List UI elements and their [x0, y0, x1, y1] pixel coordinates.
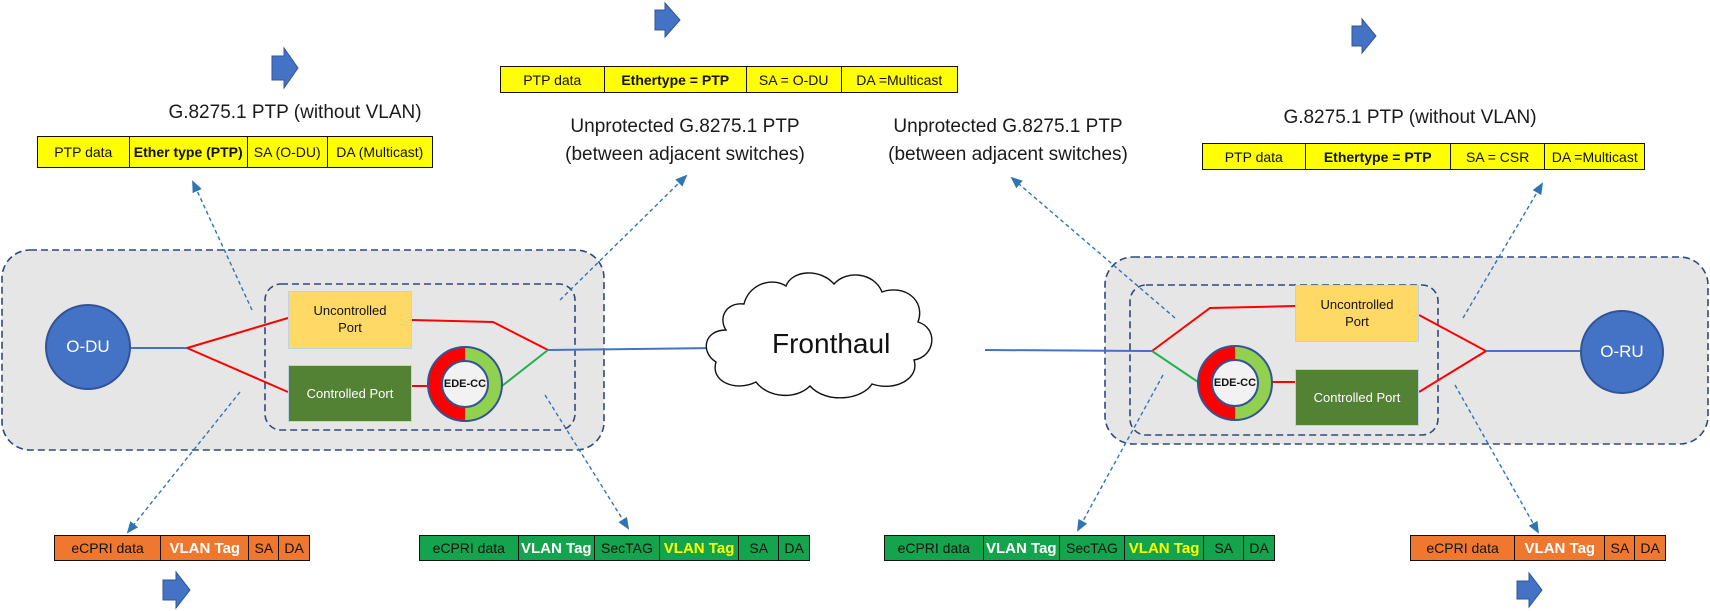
- header-cell: SecTAG: [595, 536, 660, 560]
- header-cell: PTP data: [38, 137, 130, 167]
- header-cell: eCPRI data: [420, 536, 519, 560]
- arrow-center-left-macsec: [544, 394, 630, 530]
- port-label: Uncontrolled: [1320, 296, 1394, 312]
- left-ede-cc-ring: [427, 346, 503, 422]
- port-label: Uncontrolled: [313, 303, 387, 319]
- header-cell: SA = O-DU: [747, 67, 842, 92]
- right-controlled-path: [1151, 350, 1199, 383]
- header-cell: VLAN Tag: [1125, 536, 1205, 560]
- arrow-left-ecpri: [126, 391, 241, 534]
- header-cell: DA: [1640, 540, 1660, 556]
- header-cell: SA (O-DU): [248, 137, 328, 167]
- header-cell: DA (Multicast): [336, 144, 424, 160]
- right-block-arrow-icon: [162, 570, 191, 610]
- arrow-right-ptp: [1462, 182, 1544, 319]
- left-ptp-title: G.8275.1 PTP (without VLAN): [168, 102, 422, 123]
- left-uncontrolled-path: [186, 317, 289, 349]
- header-cell: Ether type (PTP): [130, 137, 248, 167]
- header-cell: Ethertype = PTP: [605, 67, 747, 92]
- header-cell: DA: [284, 540, 304, 556]
- header-cell: SA: [1204, 536, 1245, 560]
- header-cell: PTP data: [501, 67, 605, 92]
- right-ecpri-header: eCPRI data VLAN Tag SA DA: [1410, 535, 1666, 561]
- header-cell: Ethertype = PTP: [1306, 144, 1451, 169]
- header-cell: eCPRI data: [1411, 536, 1516, 560]
- left-uncontrolled-port: Uncontrolled Port: [288, 291, 412, 349]
- left-ede-cc-label: EDE-CC: [443, 378, 487, 390]
- center-left-title-line1: Unprotected G.8275.1 PTP: [570, 116, 800, 137]
- header-cell: VLAN Tag: [660, 536, 740, 560]
- right-uncontrolled-port: Uncontrolled Port: [1295, 285, 1419, 342]
- arrow-center-left-ptp: [559, 174, 688, 301]
- header-cell: SA: [739, 536, 780, 560]
- left-macsec-header: eCPRI data VLAN Tag SecTAG VLAN Tag SA D…: [419, 535, 810, 561]
- left-macsec-region: [264, 283, 576, 431]
- left-controlled-path: [501, 349, 549, 387]
- right-controlled-port: Controlled Port: [1295, 369, 1419, 426]
- header-cell: DA =Multicast: [1551, 148, 1638, 165]
- o-du-node: O-DU: [45, 304, 131, 390]
- right-macsec-header: eCPRI data VLAN Tag SecTAG VLAN Tag SA D…: [884, 535, 1275, 561]
- header-cell: DA: [784, 540, 804, 556]
- right-block-arrow-icon: [1516, 571, 1543, 609]
- arrow-center-right-macsec: [1077, 374, 1164, 532]
- o-ru-node: O-RU: [1580, 310, 1664, 394]
- right-block-arrow-icon: [1351, 17, 1377, 55]
- right-macsec-region: [1129, 284, 1439, 436]
- left-controlled-port: Controlled Port: [288, 365, 412, 422]
- arrow-center-right-ptp: [1010, 176, 1176, 319]
- header-cell: SA = CSR: [1451, 144, 1546, 169]
- right-ptp-header: PTP data Ethertype = PTP SA = CSR DA =Mu…: [1202, 143, 1645, 170]
- header-cell: DA: [1249, 540, 1269, 556]
- arrow-right-ecpri: [1454, 384, 1539, 534]
- right-block-arrow-icon: [271, 46, 299, 90]
- center-left-title-line2: (between adjacent switches): [565, 144, 805, 165]
- arrow-left-ptp: [192, 180, 253, 311]
- right-ptp-title: G.8275.1 PTP (without VLAN): [1283, 107, 1537, 128]
- left-ptp-header: PTP data Ether type (PTP) SA (O-DU) DA (…: [37, 136, 433, 168]
- right-block-arrow-icon: [654, 1, 681, 39]
- fronthaul-cloud-icon: [705, 272, 933, 399]
- header-cell: DA =Multicast: [856, 71, 943, 88]
- right-uncontrolled-path: [1151, 305, 1296, 352]
- left-ecpri-header: eCPRI data VLAN Tag SA DA: [54, 535, 310, 561]
- right-ede-cc-ring: [1197, 345, 1273, 421]
- right-ede-cc-label: EDE-CC: [1213, 377, 1257, 389]
- header-cell: eCPRI data: [55, 536, 162, 560]
- header-cell: VLAN Tag: [161, 536, 250, 560]
- header-cell: VLAN Tag: [1515, 536, 1606, 560]
- header-cell: PTP data: [1203, 144, 1306, 169]
- header-cell: SA: [1605, 536, 1636, 560]
- port-label: Port: [338, 320, 362, 335]
- header-cell: VLAN Tag: [519, 536, 596, 560]
- port-label: Port: [1345, 313, 1369, 329]
- header-cell: VLAN Tag: [984, 536, 1061, 560]
- header-cell: SecTAG: [1060, 536, 1125, 560]
- fronthaul-label: Fronthaul: [772, 328, 891, 359]
- header-cell: eCPRI data: [885, 536, 984, 560]
- center-ptp-header: PTP data Ethertype = PTP SA = O-DU DA =M…: [500, 66, 958, 93]
- header-cell: SA: [249, 536, 280, 560]
- center-right-title-line1: Unprotected G.8275.1 PTP: [893, 116, 1123, 137]
- center-right-title-line2: (between adjacent switches): [888, 144, 1128, 165]
